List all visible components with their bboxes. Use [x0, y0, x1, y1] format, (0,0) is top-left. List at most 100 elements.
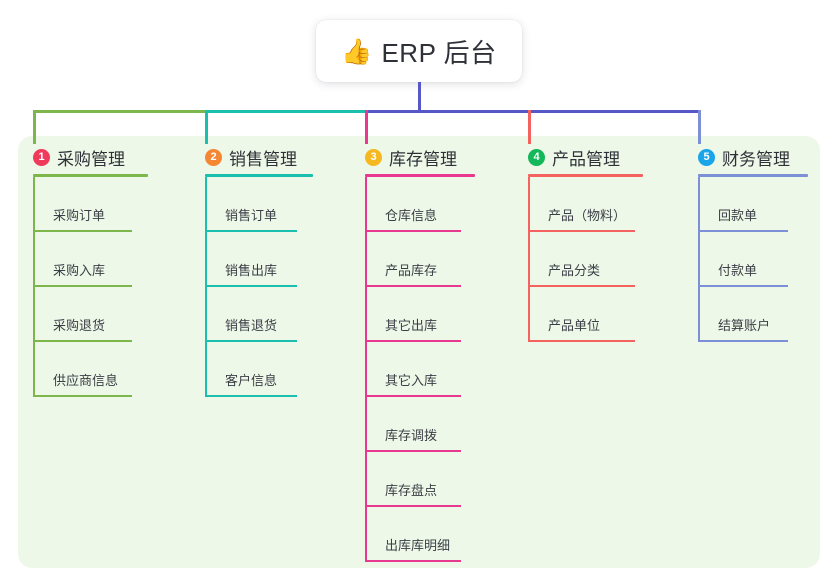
- column-title-product: 产品管理: [552, 149, 620, 169]
- connector-drop-3: [365, 110, 368, 144]
- list-item[interactable]: 客户信息: [205, 342, 313, 397]
- list-item[interactable]: 供应商信息: [33, 342, 148, 397]
- item-label: 仓库信息: [385, 208, 438, 223]
- column-title-purchase: 采购管理: [57, 149, 125, 169]
- item-underline: [365, 285, 461, 287]
- item-underline: [365, 450, 461, 452]
- list-item[interactable]: 库存调拨: [365, 397, 475, 452]
- number-badge-3: 3: [365, 148, 382, 166]
- column-header-product[interactable]: 4 产品管理: [528, 146, 643, 169]
- column-stem-purchase: [33, 177, 35, 397]
- item-underline: [205, 285, 297, 287]
- item-underline: [528, 285, 635, 287]
- item-underline: [33, 285, 132, 287]
- list-item[interactable]: 仓库信息: [365, 177, 475, 232]
- column-underline-finance: [698, 174, 808, 177]
- item-underline: [528, 230, 635, 232]
- column-stem-product: [528, 177, 530, 342]
- column-header-inventory[interactable]: 3 库存管理: [365, 146, 475, 169]
- list-item[interactable]: 采购订单: [33, 177, 148, 232]
- item-label: 销售退货: [225, 318, 278, 333]
- item-label: 产品分类: [548, 263, 601, 278]
- item-underline: [33, 340, 132, 342]
- thumbs-up-icon: 👍: [341, 37, 373, 66]
- item-list-inventory: 仓库信息产品库存其它出库其它入库库存调拨库存盘点出库库明细: [365, 177, 475, 562]
- column-product: 4 产品管理产品（物料） 产品分类产品单位: [528, 146, 643, 342]
- item-label: 库存调拨: [385, 428, 438, 443]
- list-item[interactable]: 其它入库: [365, 342, 475, 397]
- item-label: 付款单: [718, 263, 758, 278]
- item-label: 库存盘点: [385, 483, 438, 498]
- list-item[interactable]: 销售订单: [205, 177, 313, 232]
- item-underline: [205, 395, 297, 397]
- item-underline: [33, 395, 132, 397]
- connector-trunk: [418, 82, 421, 113]
- item-underline: [698, 230, 788, 232]
- item-label: 产品单位: [548, 318, 601, 333]
- column-header-finance[interactable]: 5 财务管理: [698, 146, 808, 169]
- number-badge-5: 5: [698, 148, 715, 166]
- item-label: 其它入库: [385, 373, 438, 388]
- connector-bar-2: [206, 110, 366, 113]
- column-title-sales: 销售管理: [229, 149, 297, 169]
- item-underline: [205, 230, 297, 232]
- connector-drop-1: [33, 110, 36, 144]
- list-item[interactable]: 产品分类: [528, 232, 643, 287]
- item-underline: [365, 560, 461, 562]
- item-label: 回款单: [718, 208, 758, 223]
- item-underline: [365, 340, 461, 342]
- connector-drop-4: [528, 110, 531, 144]
- number-badge-2: 2: [205, 148, 222, 166]
- list-item[interactable]: 其它出库: [365, 287, 475, 342]
- item-underline: [698, 340, 788, 342]
- connector-drop-5: [698, 110, 701, 144]
- item-label: 供应商信息: [53, 373, 119, 388]
- list-item[interactable]: 付款单: [698, 232, 808, 287]
- item-label: 销售出库: [225, 263, 278, 278]
- root-node[interactable]: 👍 ERP 后台: [316, 20, 522, 82]
- connector-drop-2: [205, 110, 208, 144]
- connector-bar-1: [34, 110, 206, 113]
- root-title: ERP 后台: [381, 37, 497, 68]
- column-underline-purchase: [33, 174, 148, 177]
- number-badge-4: 4: [528, 148, 545, 166]
- column-inventory: 3 库存管理仓库信息产品库存其它出库其它入库库存调拨库存盘点出库库明细: [365, 146, 475, 562]
- list-item[interactable]: 产品库存: [365, 232, 475, 287]
- item-label: 客户信息: [225, 373, 278, 388]
- list-item[interactable]: 产品单位: [528, 287, 643, 342]
- list-item[interactable]: 回款单: [698, 177, 808, 232]
- item-underline: [365, 395, 461, 397]
- diagram-panel: [18, 136, 820, 568]
- item-underline: [33, 230, 132, 232]
- item-label: 销售订单: [225, 208, 278, 223]
- column-finance: 5 财务管理回款单付款单结算账户: [698, 146, 808, 342]
- list-item[interactable]: 销售出库: [205, 232, 313, 287]
- list-item[interactable]: 产品（物料）: [528, 177, 643, 232]
- list-item[interactable]: 结算账户: [698, 287, 808, 342]
- column-title-finance: 财务管理: [722, 149, 790, 169]
- column-stem-sales: [205, 177, 207, 397]
- column-sales: 2 销售管理销售订单销售出库销售退货客户信息: [205, 146, 313, 397]
- item-underline: [528, 340, 635, 342]
- column-stem-finance: [698, 177, 700, 342]
- item-list-sales: 销售订单销售出库销售退货客户信息: [205, 177, 313, 397]
- list-item[interactable]: 采购退货: [33, 287, 148, 342]
- item-label: 采购入库: [53, 263, 106, 278]
- column-title-inventory: 库存管理: [389, 149, 457, 169]
- item-label: 产品（物料）: [548, 208, 627, 223]
- connector-bar-right: [366, 110, 699, 113]
- list-item[interactable]: 采购入库: [33, 232, 148, 287]
- item-underline: [205, 340, 297, 342]
- list-item[interactable]: 库存盘点: [365, 452, 475, 507]
- column-header-sales[interactable]: 2 销售管理: [205, 146, 313, 169]
- item-list-finance: 回款单付款单结算账户: [698, 177, 808, 342]
- column-stem-inventory: [365, 177, 367, 562]
- item-underline: [698, 285, 788, 287]
- list-item[interactable]: 销售退货: [205, 287, 313, 342]
- list-item[interactable]: 出库库明细: [365, 507, 475, 562]
- item-label: 出库库明细: [385, 538, 451, 553]
- item-label: 采购退货: [53, 318, 106, 333]
- column-underline-product: [528, 174, 643, 177]
- item-label: 产品库存: [385, 263, 438, 278]
